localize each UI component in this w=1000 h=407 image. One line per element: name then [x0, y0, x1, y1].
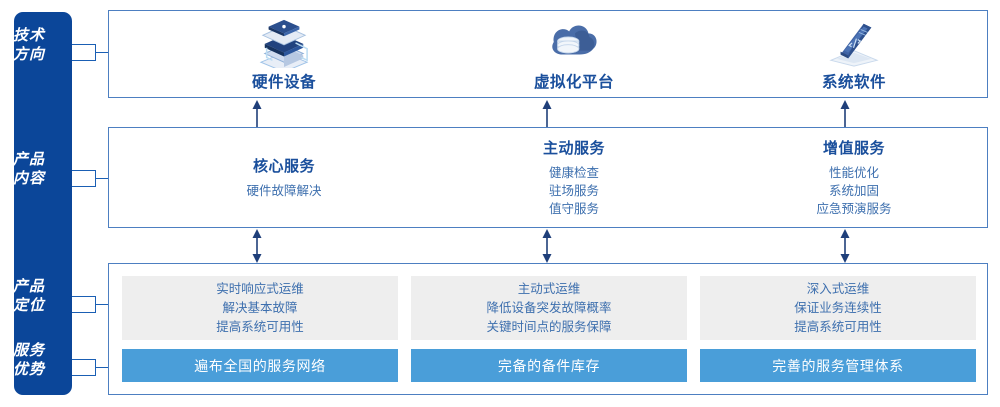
- sidebar-label-line2: 定位: [12, 297, 45, 314]
- tech-label: 系统软件: [821, 74, 886, 91]
- advantage-bar-service-network[interactable]: 遍布全国的服务网络: [122, 349, 398, 382]
- content-item: 值守服务: [548, 202, 599, 216]
- positioning-card-proactive[interactable]: 主动式运维 降低设备突发故障概率 关键时间点的服务保障: [411, 276, 687, 340]
- tech-label: 硬件设备: [251, 74, 316, 91]
- positioning-card-indepth[interactable]: 深入式运维 保证业务连续性 提高系统可用性: [700, 276, 976, 340]
- sidebar-label-line1: 服务: [12, 342, 45, 359]
- content-column-core-service[interactable]: 核心服务 硬件故障解决: [139, 128, 429, 227]
- sidebar-item-service-advantage[interactable]: 服务 优势: [0, 341, 58, 379]
- sidebar-item-product-positioning[interactable]: 产品 定位: [0, 277, 58, 315]
- sidebar-label-line1: 产品: [12, 151, 45, 168]
- sidebar-item-product-content[interactable]: 产品 内容: [0, 150, 58, 188]
- server-stack-icon: [259, 19, 309, 68]
- positioning-card-realtime[interactable]: 实时响应式运维 解决基本故障 提高系统可用性: [122, 276, 398, 340]
- advantage-bar-label: 遍布全国的服务网络: [194, 357, 326, 374]
- content-item: 系统加固: [828, 184, 879, 198]
- arrow-up-down-icon: [840, 229, 850, 263]
- cloud-database-icon: [552, 25, 597, 55]
- sidebar-label-line1: 技术: [12, 27, 45, 44]
- arrow-up-icon: [542, 100, 552, 127]
- content-title: 增值服务: [822, 140, 885, 157]
- positioning-line: 主动式运维: [517, 281, 581, 296]
- content-item: 性能优化: [828, 166, 879, 180]
- advantage-bar-spare-parts[interactable]: 完备的备件库存: [411, 349, 687, 382]
- sidebar-label-line2: 优势: [12, 361, 45, 378]
- arrow-up-down-icon: [542, 229, 552, 263]
- tech-column-system-software[interactable]: 系统软件: [719, 11, 989, 97]
- product-content-box: 核心服务 硬件故障解决 主动服务 健康检查 驻场服务 值守服务 增值服务 性能优…: [108, 127, 988, 228]
- content-item: 硬件故障解决: [246, 184, 322, 198]
- sidebar-item-tech-direction[interactable]: 技术 方向: [0, 26, 58, 64]
- content-item: 驻场服务: [548, 184, 599, 198]
- tech-column-virtualization[interactable]: 虚拟化平台: [429, 11, 719, 97]
- content-item: 应急预演服务: [816, 202, 892, 216]
- content-item: 健康检查: [548, 166, 599, 180]
- positioning-line: 实时响应式运维: [216, 281, 304, 296]
- sidebar-panel: [14, 12, 72, 395]
- sidebar-label-line2: 内容: [12, 170, 45, 187]
- positioning-line: 保证业务连续性: [794, 300, 882, 315]
- tech-direction-box: 硬件设备 虚拟化平台: [108, 10, 988, 98]
- positioning-line: 提高系统可用性: [216, 319, 304, 334]
- laptop-code-icon: [829, 23, 879, 67]
- content-title: 主动服务: [542, 140, 605, 157]
- tech-column-hardware[interactable]: 硬件设备: [139, 11, 429, 97]
- positioning-line: 关键时间点的服务保障: [486, 319, 612, 334]
- arrow-up-icon: [252, 100, 262, 127]
- positioning-line: 提高系统可用性: [794, 319, 882, 334]
- positioning-advantage-box: 实时响应式运维 解决基本故障 提高系统可用性 主动式运维 降低设备突发故障概率 …: [108, 263, 988, 395]
- arrow-up-down-icon: [252, 229, 262, 263]
- advantage-bar-management-system[interactable]: 完善的服务管理体系: [700, 349, 976, 382]
- content-column-value-added-service[interactable]: 增值服务 性能优化 系统加固 应急预演服务: [719, 128, 989, 227]
- tech-label: 虚拟化平台: [533, 74, 614, 91]
- sidebar-label-line1: 产品: [12, 278, 45, 295]
- arrow-up-icon: [840, 100, 850, 127]
- content-title: 核心服务: [252, 158, 315, 175]
- content-column-active-service[interactable]: 主动服务 健康检查 驻场服务 值守服务: [429, 128, 719, 227]
- sidebar-label-line2: 方向: [12, 46, 45, 63]
- positioning-line: 解决基本故障: [222, 300, 298, 315]
- advantage-bar-label: 完善的服务管理体系: [772, 357, 904, 374]
- advantage-bar-label: 完备的备件库存: [497, 357, 601, 374]
- positioning-line: 深入式运维: [806, 281, 870, 296]
- positioning-line: 降低设备突发故障概率: [486, 300, 612, 315]
